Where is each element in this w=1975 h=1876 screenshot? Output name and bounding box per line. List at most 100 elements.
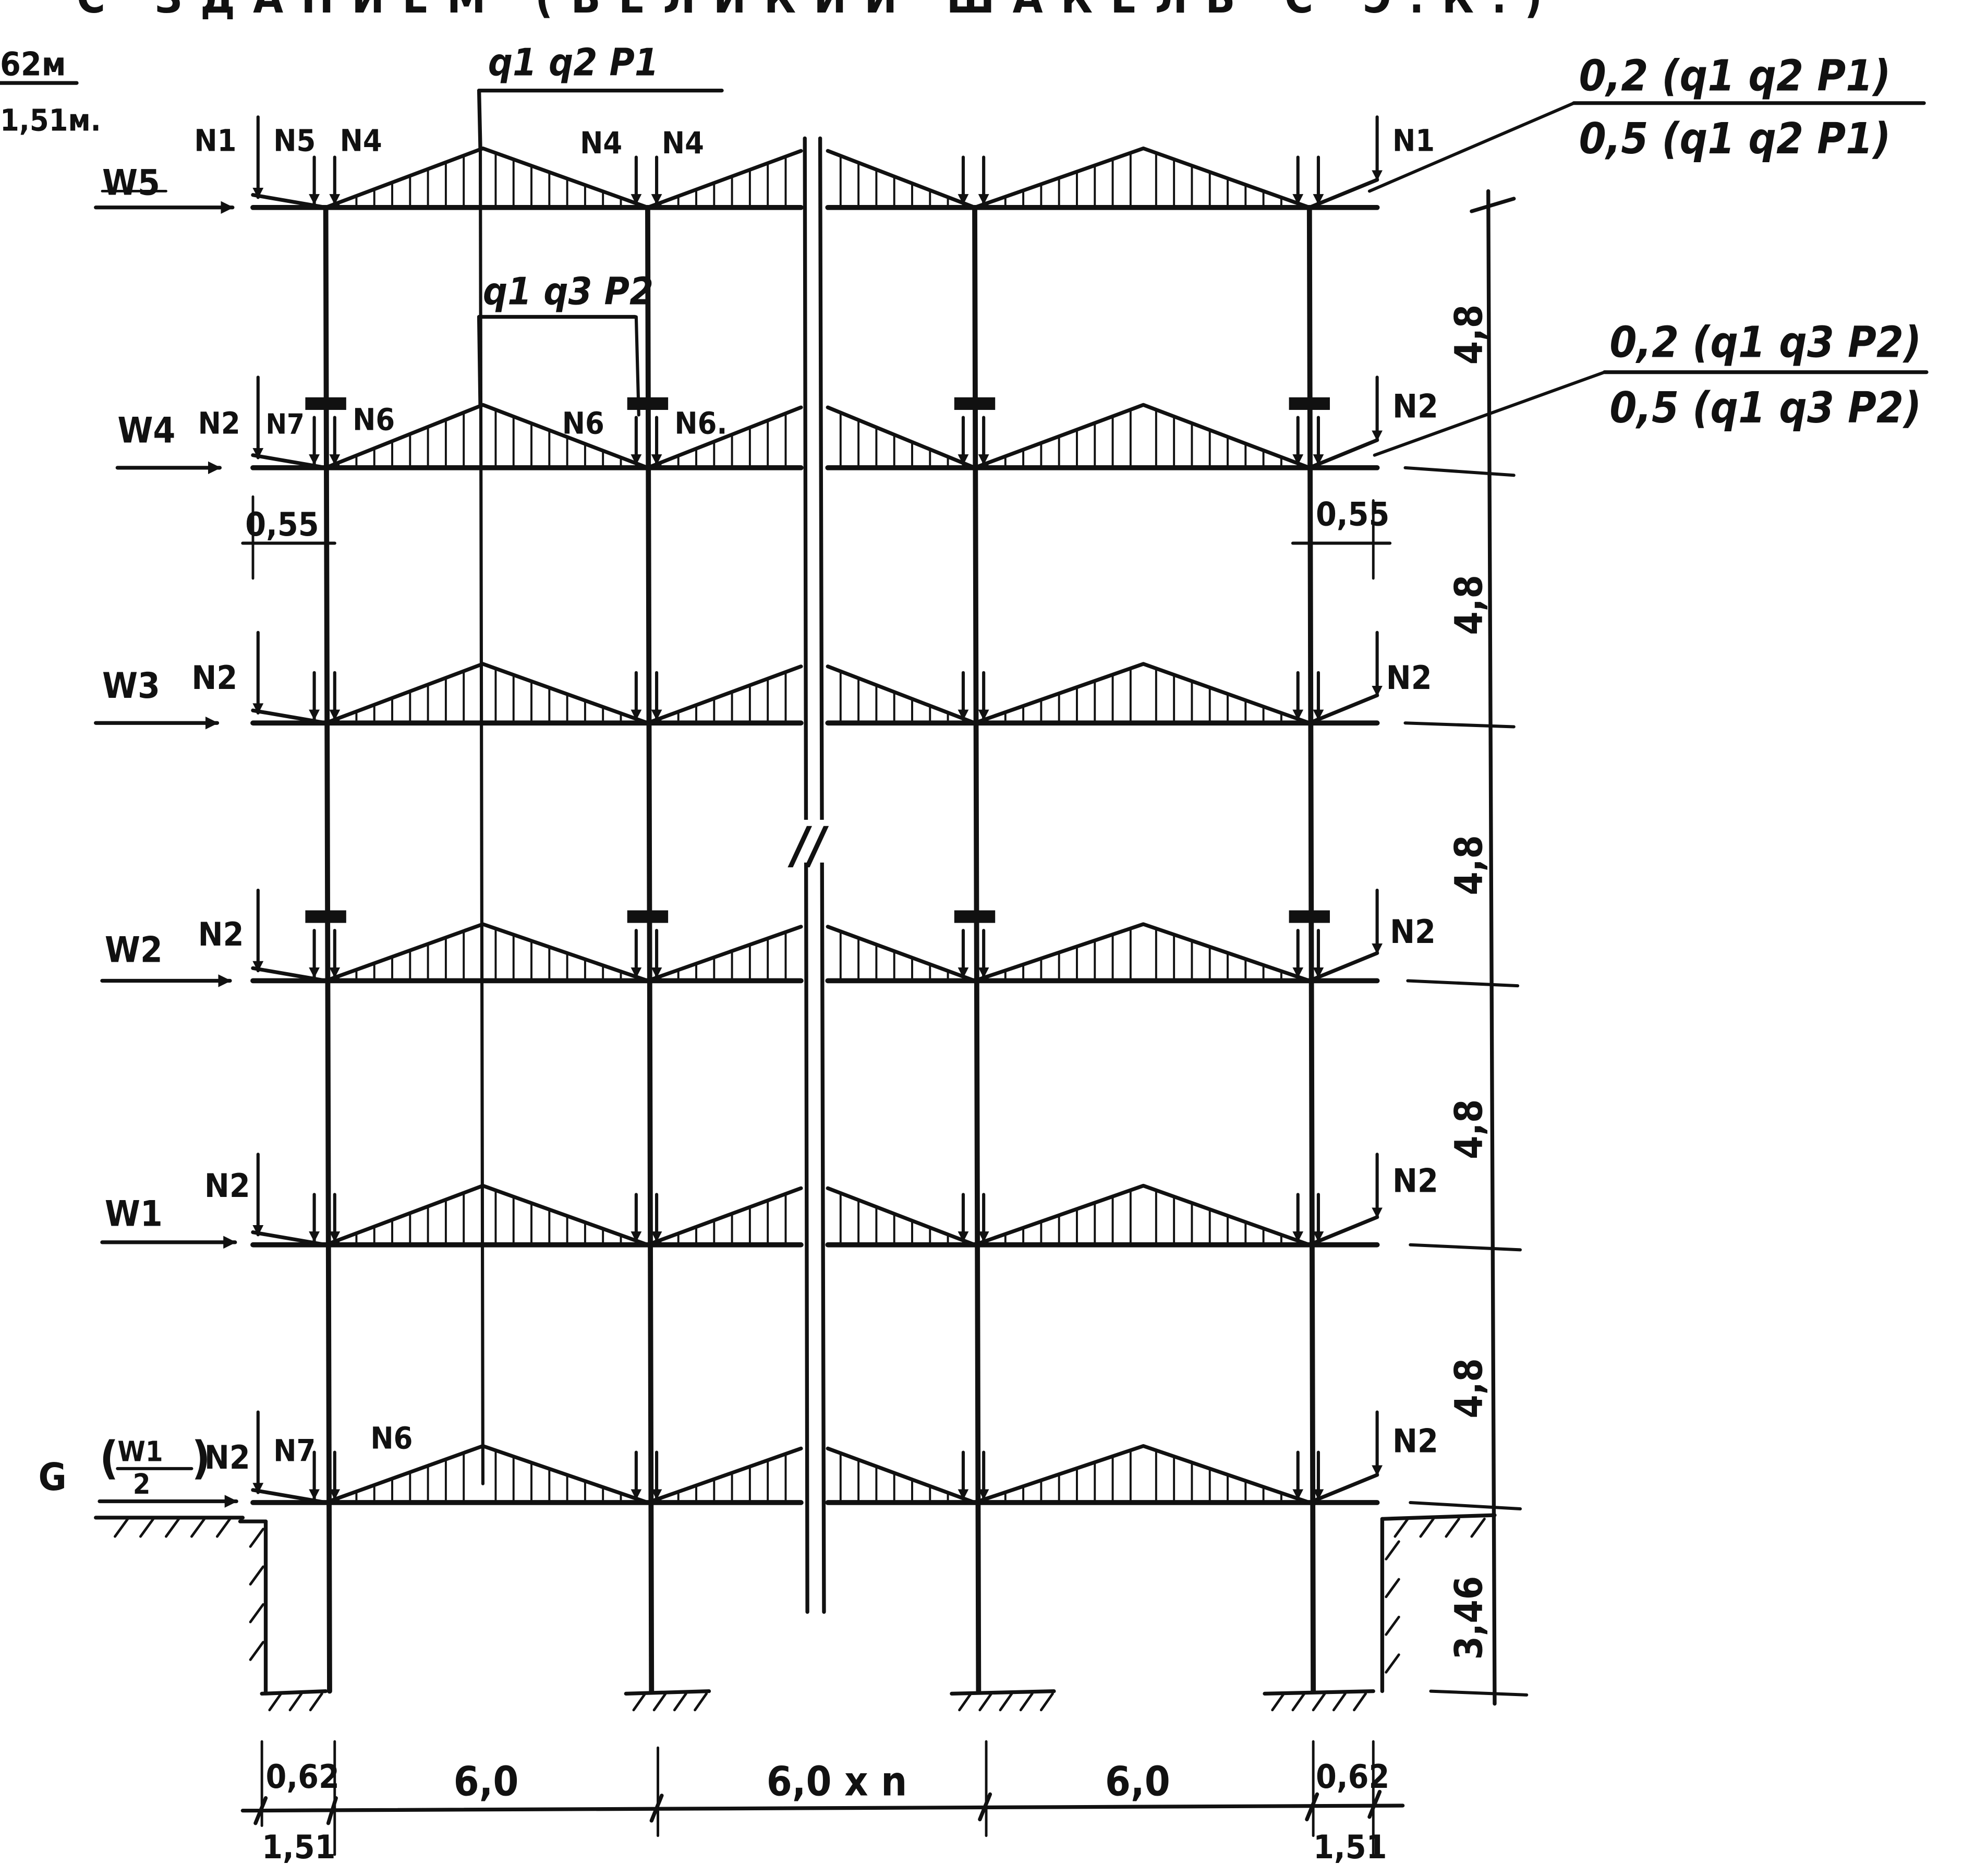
support-hatch bbox=[1271, 1692, 1286, 1712]
triangular-load-outline bbox=[826, 1183, 1379, 1247]
node-label: N2 bbox=[1390, 913, 1436, 951]
node-label: N7 bbox=[273, 1433, 316, 1468]
top-left-label-2: 1,51м. bbox=[0, 103, 101, 138]
offset-dimension-left: 0,55 bbox=[241, 495, 336, 580]
node-label: N2 bbox=[204, 1167, 250, 1205]
triangular-load-outline bbox=[826, 403, 1379, 470]
svg-text:(: ( bbox=[100, 1432, 118, 1484]
columns bbox=[323, 204, 1316, 1694]
right-note-bottom-line: 0,5 (q1 q2 P1) bbox=[1579, 114, 1891, 164]
support-hatch bbox=[632, 1692, 647, 1712]
column bbox=[645, 204, 655, 1694]
node-labels: N1 N5 N4 N4 N4 N1 N2 N7 N6 N6 N6. N2 N2 … bbox=[191, 123, 1438, 1476]
node-label: N2 bbox=[1392, 387, 1438, 425]
triangular-load-outline bbox=[826, 1444, 1379, 1505]
fixed-supports bbox=[260, 1689, 1375, 1712]
ground-wind-numerator: W1 bbox=[117, 1435, 163, 1468]
bay-dim-label: 6,0 bbox=[1105, 1759, 1170, 1805]
story-height-label: 4,8 bbox=[1447, 305, 1492, 365]
right-note-top: 0,2 (q1 q2 P1) 0,5 (q1 q2 P1) bbox=[1367, 51, 1926, 193]
support-hatch bbox=[694, 1692, 708, 1712]
node-label: N4 bbox=[580, 126, 622, 161]
break-line: // bbox=[787, 136, 831, 1614]
story-height-label: 4,8 bbox=[1447, 575, 1492, 635]
offset-right-label: 0,55 bbox=[1316, 495, 1389, 533]
node-label: N6 bbox=[370, 1421, 413, 1456]
triangular-load-outline bbox=[826, 922, 1379, 983]
story-height-dimensions: 4,8 4,8 4,8 4,8 4,8 3,46 bbox=[1403, 189, 1529, 1706]
joint-plate bbox=[1289, 910, 1330, 923]
node-label: N2 bbox=[1386, 659, 1432, 697]
column-joint-plates bbox=[305, 397, 1330, 923]
edge-dim-right-top: 0,62 bbox=[1316, 1758, 1389, 1796]
joint-plate bbox=[305, 910, 346, 923]
joint-plate bbox=[305, 397, 346, 410]
load-group-top: q1 q2 P1 bbox=[477, 41, 724, 151]
support-hatch bbox=[1353, 1692, 1367, 1712]
node-label: N2 bbox=[1392, 1161, 1438, 1200]
triangular-load-outline bbox=[826, 146, 1379, 210]
wind-label-w1: W1 bbox=[105, 1194, 163, 1234]
support-hatch bbox=[1291, 1692, 1306, 1712]
header-fragment: С ЗДАНИЕМ (ВЕЛИКИЙ ШАКЕЛЬ С Э.К.) bbox=[77, 0, 1560, 23]
joint-plate bbox=[627, 397, 669, 410]
story-height-label: 4,8 bbox=[1447, 835, 1492, 895]
support-hatch bbox=[268, 1692, 283, 1712]
svg-text:): ) bbox=[191, 1432, 210, 1484]
support-hatch bbox=[999, 1692, 1013, 1712]
right-note-second: 0,2 (q1 q3 P2) 0,5 (q1 q3 P2) bbox=[1373, 318, 1929, 457]
node-label: N6 bbox=[562, 406, 604, 441]
node-label: N1 bbox=[194, 123, 236, 158]
top-left-label-1: 62м bbox=[0, 45, 66, 83]
right-note-top-line: 0,2 (q1 q3 P2) bbox=[1609, 318, 1921, 367]
joint-plate bbox=[954, 910, 996, 923]
support-base bbox=[950, 1689, 1056, 1696]
wind-label-w2: W2 bbox=[105, 930, 163, 971]
node-label: N2 bbox=[1392, 1422, 1438, 1460]
node-label: N4 bbox=[662, 126, 704, 161]
support-hatch bbox=[978, 1692, 993, 1712]
support-base bbox=[1263, 1689, 1375, 1696]
load-arrows bbox=[252, 115, 1383, 1500]
offset-dimension-right: 0,55 bbox=[1291, 495, 1392, 580]
support-hatch bbox=[673, 1692, 687, 1712]
offset-left-label: 0,55 bbox=[245, 505, 319, 543]
support-hatch bbox=[652, 1692, 667, 1712]
wind-label-w4: W4 bbox=[117, 410, 175, 451]
load-group-label: q1 q3 P2 bbox=[483, 270, 653, 313]
wind-loads: W5 W4 W3 W2 W1 G ( W1 2 ) bbox=[38, 163, 245, 1520]
floor-beams bbox=[250, 204, 1380, 1505]
column bbox=[972, 204, 982, 1694]
node-label: N6 bbox=[353, 402, 395, 437]
support-hatch bbox=[1019, 1692, 1034, 1712]
edge-dim-right-bottom: 1,51 bbox=[1313, 1828, 1387, 1866]
node-label: N4 bbox=[340, 123, 382, 158]
edge-dim-left-top: 0,62 bbox=[266, 1758, 340, 1796]
triangular-load-outline bbox=[826, 662, 1379, 725]
support-hatch bbox=[958, 1692, 973, 1712]
node-label: N2 bbox=[204, 1438, 250, 1476]
support-hatch bbox=[1039, 1692, 1054, 1712]
node-label: N2 bbox=[198, 406, 240, 441]
triangular-load-outline bbox=[251, 403, 803, 470]
support-hatch bbox=[1332, 1692, 1347, 1712]
bay-dim-label: 6,0 x n bbox=[767, 1759, 907, 1805]
support-hatch bbox=[288, 1692, 303, 1712]
break-mark: // bbox=[787, 816, 830, 875]
node-label: N2 bbox=[198, 915, 244, 953]
support-base bbox=[260, 1689, 328, 1696]
wind-label-w3: W3 bbox=[102, 666, 160, 707]
wind-label-w5: W5 bbox=[102, 163, 160, 203]
node-label: N6. bbox=[674, 406, 727, 441]
node-label: N7 bbox=[266, 408, 305, 440]
bay-dimensions: 0,62 1,51 6,0 6,0 x n 6,0 0,62 1,51 bbox=[240, 1740, 1405, 1866]
story-height-label: 4,8 bbox=[1447, 1358, 1492, 1418]
ground-level-symbol: G bbox=[38, 1455, 66, 1499]
node-label: N5 bbox=[273, 123, 316, 158]
joint-plate bbox=[954, 397, 996, 410]
right-note-bottom-line: 0,5 (q1 q3 P2) bbox=[1609, 383, 1921, 433]
right-note-top-line: 0,2 (q1 q2 P1) bbox=[1579, 51, 1891, 101]
ground-wind-denominator: 2 bbox=[133, 1468, 151, 1500]
story-height-label: 4,8 bbox=[1447, 1099, 1492, 1159]
